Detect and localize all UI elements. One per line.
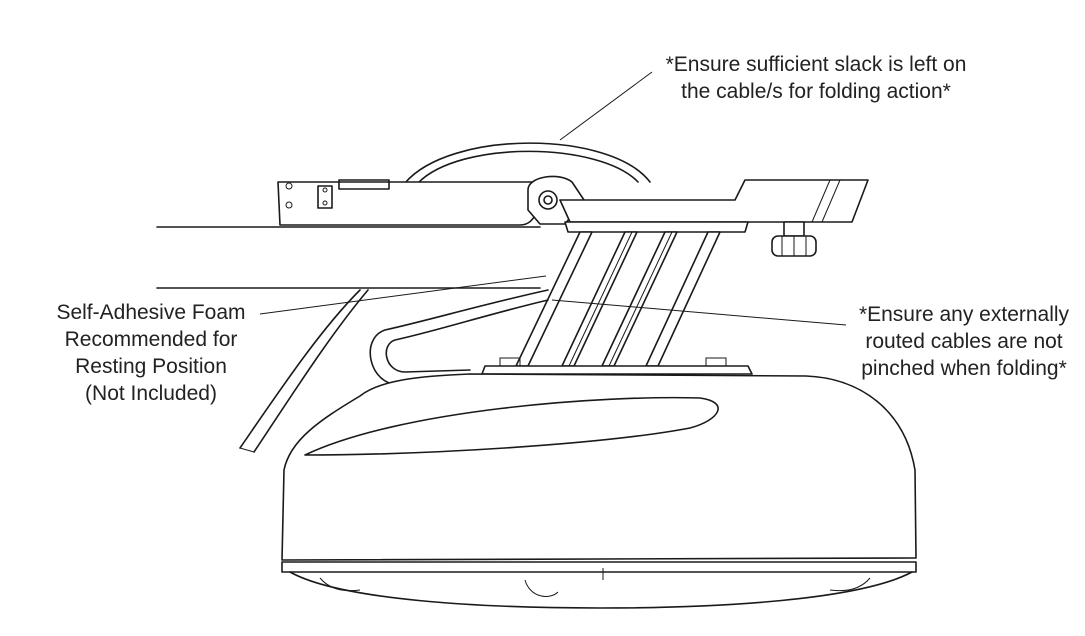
dome-base (289, 571, 913, 609)
mounting-surface (156, 226, 541, 289)
cable-hanging-inner (253, 289, 369, 453)
hinge-pin (538, 190, 558, 210)
callout-cables-line1: *Ensure any externally (858, 303, 1070, 326)
dome-body (281, 373, 917, 561)
callout-foam-line2: Recommended for (64, 328, 238, 351)
cable-slack-loop-inner (417, 150, 639, 184)
callout-cable-slack: *Ensure sufficient slack is left on the … (636, 51, 996, 105)
callout-foam-line3: Resting Position (75, 355, 227, 378)
callout-slack-line1: *Ensure sufficient slack is left on (665, 53, 967, 76)
callout-slack-line2: the cable/s for folding action* (681, 80, 951, 103)
leader-cables (551, 299, 847, 326)
foam-bracket-loop (369, 289, 549, 386)
cable-hanging (239, 289, 361, 449)
leader-foam (259, 275, 547, 315)
top-plate (564, 221, 749, 233)
adjustment-knob (771, 221, 817, 257)
callout-routed-cables: *Ensure any externally routed cables are… (844, 301, 1084, 382)
bracket-right-arm (559, 179, 869, 223)
dome-rim (281, 561, 917, 573)
callout-cables-line2: routed cables are not (865, 330, 1063, 353)
base-plate (481, 365, 753, 375)
leader-slack (559, 71, 653, 141)
folding-legs (515, 231, 721, 367)
dome-slot (304, 396, 719, 456)
callout-cables-line3: pinched when folding* (861, 357, 1067, 380)
cable-slack-loop (404, 142, 651, 184)
callout-foam-line1: Self-Adhesive Foam (56, 301, 246, 324)
callout-adhesive-foam: Self-Adhesive Foam Recommended for Resti… (30, 299, 272, 407)
callout-foam-line4: (Not Included) (85, 382, 217, 405)
